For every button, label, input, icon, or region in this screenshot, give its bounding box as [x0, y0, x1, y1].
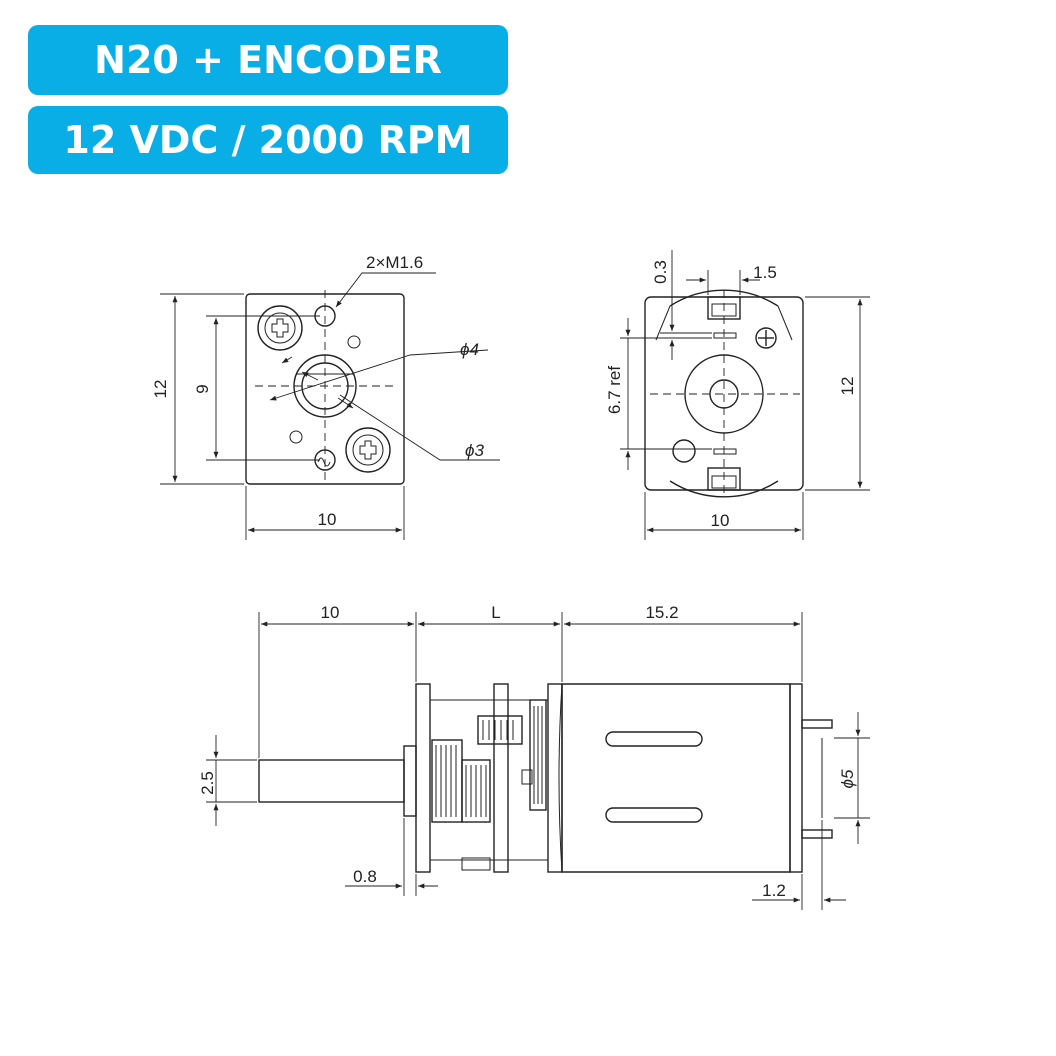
tab-width-label: 1.5	[753, 263, 777, 282]
dia-small-label: ϕ3	[465, 441, 484, 460]
rear-width-label: 10	[711, 511, 730, 530]
side-view: 10 L 15.2 2.5 ϕ5 0.8 1.2	[198, 603, 870, 910]
front-width-label: 10	[318, 510, 337, 529]
spec-badge: 12 VDC / 2000 RPM	[28, 106, 508, 174]
title-badge: N20 + ENCODER	[28, 25, 508, 95]
front-height-label: 12	[151, 380, 170, 399]
gear-2	[461, 759, 491, 823]
plus-terminal-mark	[755, 327, 777, 349]
motor-length-label: 15.2	[645, 603, 678, 622]
screw-note-label: 2×M1.6	[366, 253, 423, 272]
motor-endcap	[789, 683, 803, 873]
motor-body	[561, 683, 791, 873]
output-shaft	[258, 759, 405, 803]
rear-view: 0.3 1.5 6.7 ref 12 10	[605, 250, 870, 540]
screw-bottom-right	[345, 427, 391, 473]
terminal-spacing-label: ϕ5	[838, 769, 857, 788]
rear-height-label: 12	[838, 377, 857, 396]
front-view: 2×M1.6 ϕ4 ϕ3 12 9 10	[151, 253, 500, 540]
gear-4	[529, 699, 547, 811]
dia-large-label: ϕ4	[460, 340, 479, 359]
terminal-offset-label: 1.2	[762, 881, 786, 900]
terminal-bottom	[801, 829, 833, 839]
gearbox-plate-1	[415, 683, 431, 873]
flange-thickness-label: 0.8	[353, 867, 377, 886]
shaft-dia-label: 2.5	[198, 771, 217, 795]
hole-spacing-label: 9	[193, 384, 212, 393]
gearbox-plate-2	[493, 683, 509, 873]
terminal-top	[801, 719, 833, 729]
gear-3	[477, 715, 523, 745]
gearbox-length-label: L	[491, 603, 500, 622]
ref-dim-label: 6.7 ref	[605, 366, 624, 414]
tab-offset-label: 0.3	[651, 260, 670, 284]
screw-top-left	[257, 305, 303, 351]
gearbox-plate-3	[547, 683, 563, 873]
shaft-length-label: 10	[321, 603, 340, 622]
